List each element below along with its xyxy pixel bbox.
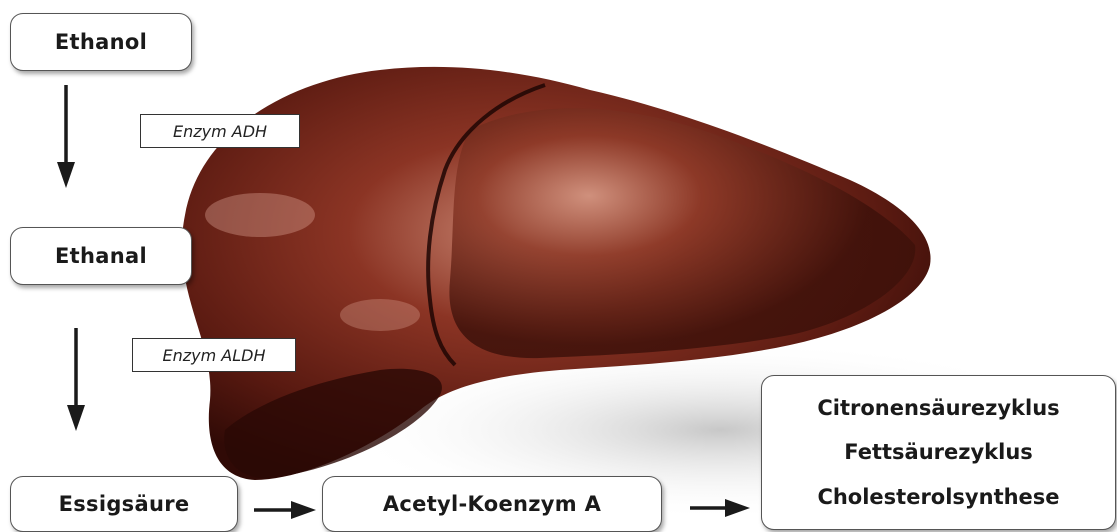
arrow-right-icon: [254, 501, 316, 519]
arrow-down-icon: [57, 85, 75, 188]
arrow-down-icon-2: [67, 328, 85, 431]
arrow-right-icon-2: [690, 499, 750, 517]
